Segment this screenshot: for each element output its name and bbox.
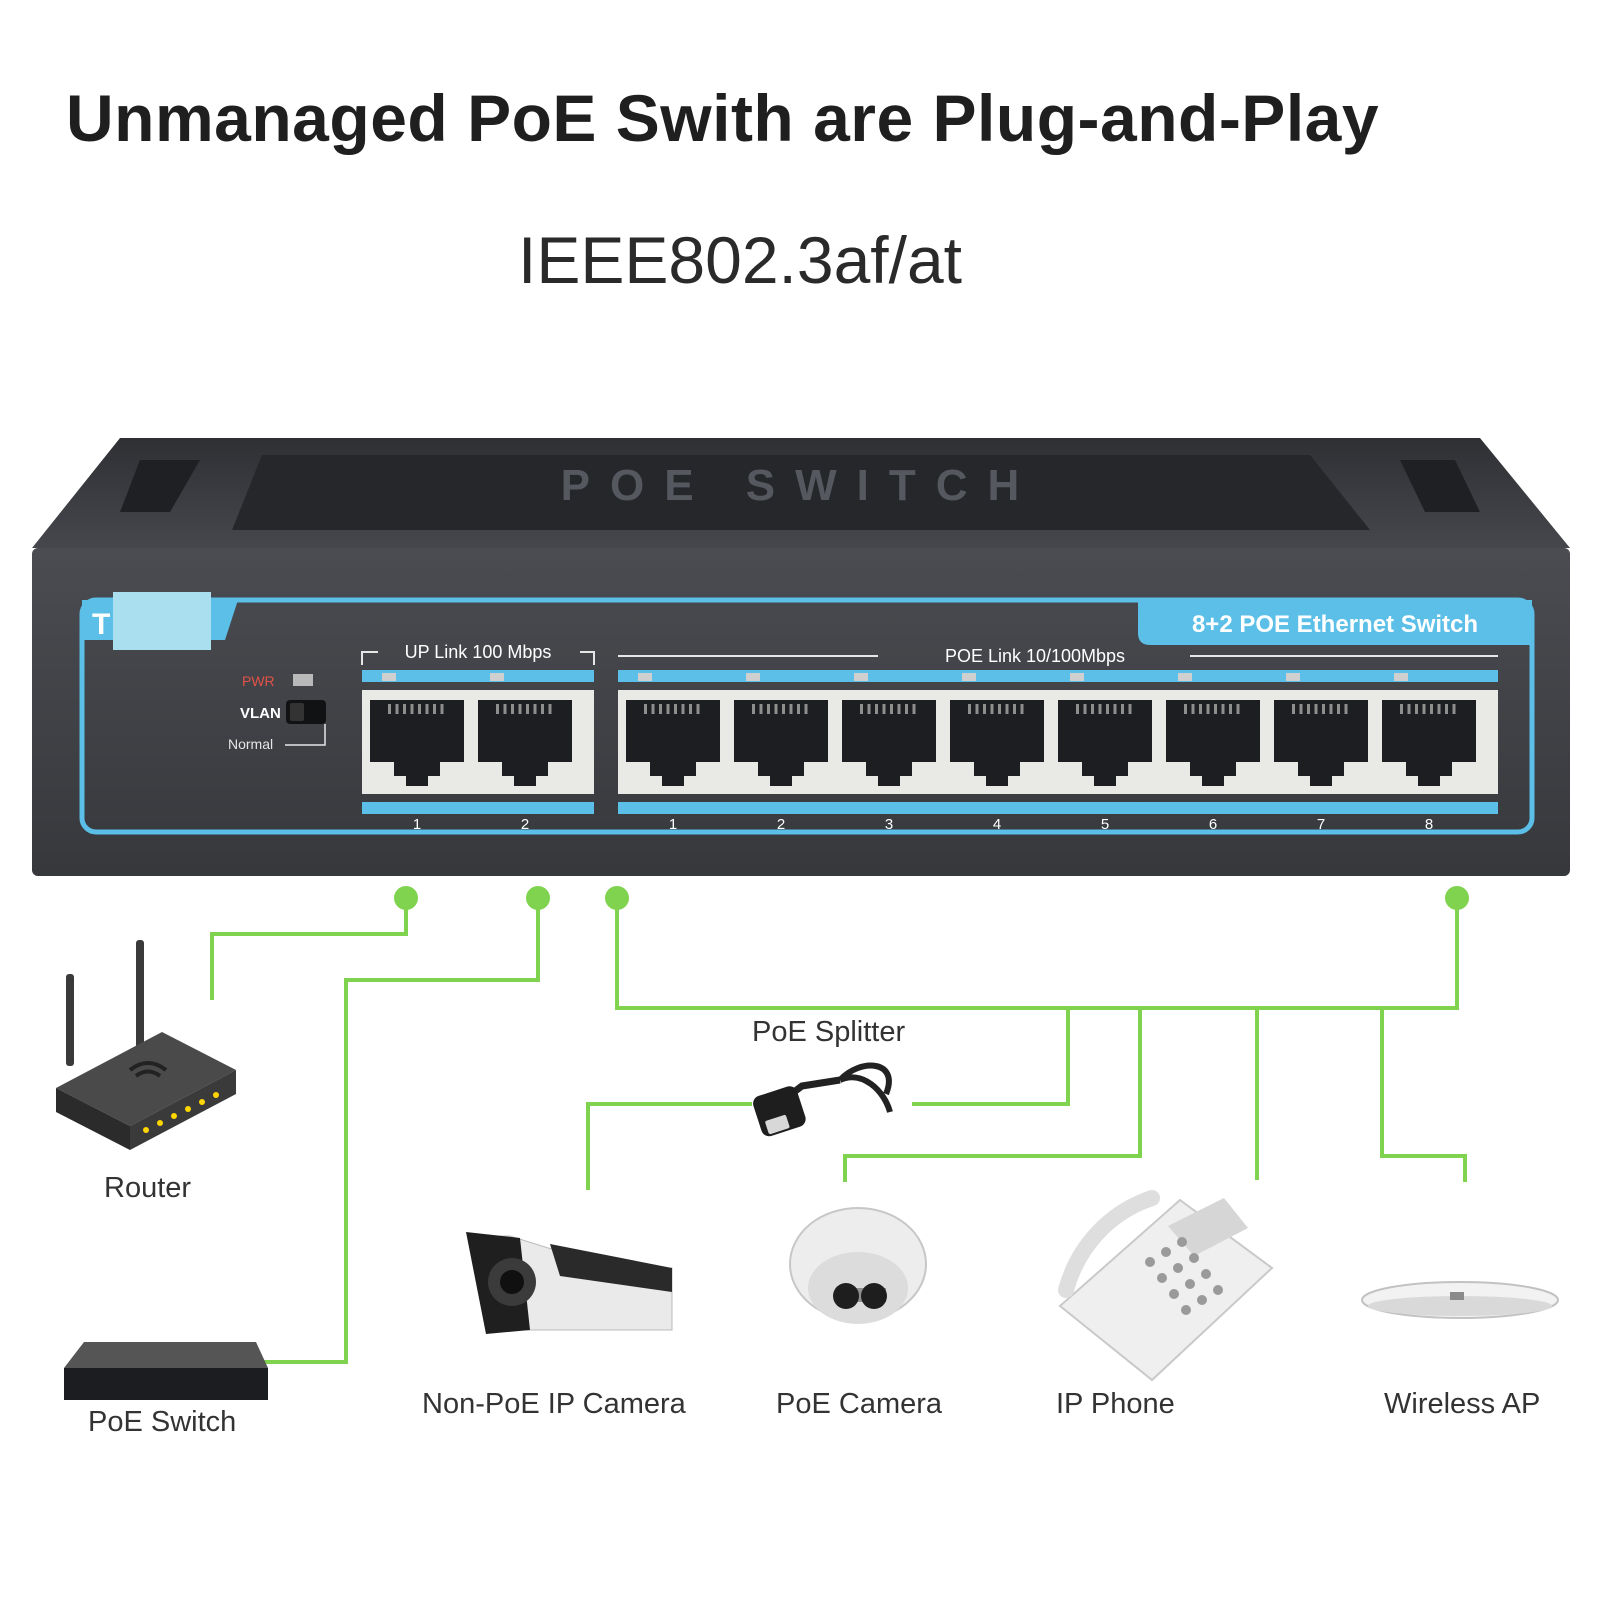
port-led (962, 673, 976, 681)
model-badge (1138, 600, 1532, 645)
poe-port-number: 8 (1425, 816, 1433, 833)
connection-dots (394, 886, 1469, 910)
dot-poe-1 (605, 886, 629, 910)
poe-switch-label: PoE Switch (88, 1406, 237, 1438)
poe-port-7: 7 (1274, 673, 1368, 833)
poe-port-number: 4 (993, 816, 1001, 833)
router-icon (56, 940, 236, 1150)
rj45-socket (370, 700, 464, 786)
port-led (638, 673, 652, 681)
normal-label: Normal (228, 736, 273, 752)
poe-bus-line (615, 898, 1459, 1010)
uplink-port-1: 1 (370, 673, 464, 833)
poe-port-5: 5 (1058, 673, 1152, 833)
rj45-socket (842, 700, 936, 786)
poe-switch-link-line (264, 898, 540, 1364)
brand-logo-mask (113, 592, 211, 650)
router-link-line (210, 898, 408, 1000)
poe-port-number: 5 (1101, 816, 1109, 833)
connection-lines (210, 898, 1467, 1364)
poe-port-number: 2 (777, 816, 785, 833)
rj45-socket (1382, 700, 1476, 786)
rj45-socket (1274, 700, 1368, 786)
non-poe-camera-line (586, 1102, 752, 1190)
top-label-plate (232, 455, 1370, 530)
poe-port-number: 6 (1209, 816, 1217, 833)
non-poe-camera-label: Non-PoE IP Camera (422, 1388, 686, 1420)
uplink-group-label: UP Link 100 Mbps (405, 642, 552, 662)
pwr-led (293, 674, 313, 686)
poe-port-4: 4 (950, 673, 1044, 833)
rj45-socket (626, 700, 720, 786)
non-poe-camera-icon (466, 1232, 673, 1334)
right-vent (1400, 460, 1480, 512)
vlan-switch-knob (290, 703, 304, 721)
ip-phone-icon (1058, 1190, 1274, 1382)
poe-port-6: 6 (1166, 673, 1260, 833)
rj45-socket (950, 700, 1044, 786)
pwr-label: PWR (242, 673, 275, 689)
poe-splitter-icon (753, 1062, 893, 1137)
poe-port-number: 3 (885, 816, 893, 833)
router-label: Router (104, 1172, 192, 1204)
dot-uplink-2 (526, 886, 550, 910)
poe-port-8: 8 (1382, 673, 1476, 833)
port-led (382, 673, 396, 681)
port-led (746, 673, 760, 681)
poe-camera-icon (789, 1207, 927, 1324)
wireless-ap-line (1380, 1008, 1467, 1182)
splitter-input-line (912, 1008, 1070, 1106)
port-led (1070, 673, 1084, 681)
uplink-port-number: 2 (521, 816, 529, 833)
poe-group-label: POE Link 10/100Mbps (945, 646, 1125, 666)
ip-phone-label: IP Phone (1056, 1388, 1175, 1420)
port-led (1286, 673, 1300, 681)
dot-poe-8 (1445, 886, 1469, 910)
front-accent-frame (79, 597, 1535, 835)
vlan-label: VLAN (240, 705, 281, 722)
port-led (490, 673, 504, 681)
rj45-socket (478, 700, 572, 786)
uplink-port-2: 2 (478, 673, 572, 833)
rj45-socket (734, 700, 828, 786)
standard-subtitle: IEEE802.3af/at (518, 223, 962, 297)
poe-port-1: 1 (626, 673, 720, 833)
port-led (1178, 673, 1192, 681)
model-badge-text: 8+2 POE Ethernet Switch (1192, 611, 1478, 638)
brand-text: T (92, 608, 110, 641)
poe-port-number: 7 (1317, 816, 1325, 833)
poe-camera-line (843, 1008, 1142, 1182)
poe-port-number: 1 (669, 816, 677, 833)
port-led (854, 673, 868, 681)
wireless-ap-icon (1361, 1281, 1559, 1319)
poe-port-2: 2 (734, 673, 828, 833)
poe-ports: 1 2 3 4 5 6 7 8 (626, 673, 1476, 833)
rj45-socket (1058, 700, 1152, 786)
dot-uplink-1 (394, 886, 418, 910)
uplink-port-number: 1 (413, 816, 421, 833)
top-label-text: POE SWITCH (561, 461, 1040, 510)
left-vent (120, 460, 200, 512)
wireless-ap-label: Wireless AP (1384, 1388, 1541, 1420)
poe-port-3: 3 (842, 673, 936, 833)
page-title: Unmanaged PoE Swith are Plug-and-Play (66, 81, 1380, 155)
port-led (1394, 673, 1408, 681)
small-poe-switch-icon (64, 1342, 268, 1400)
rj45-socket (1166, 700, 1260, 786)
poe-camera-label: PoE Camera (776, 1388, 943, 1420)
poe-switch-device: POE SWITCH T 8+2 POE Ethernet Switch PWR… (32, 438, 1570, 876)
splitter-label: PoE Splitter (752, 1016, 906, 1048)
